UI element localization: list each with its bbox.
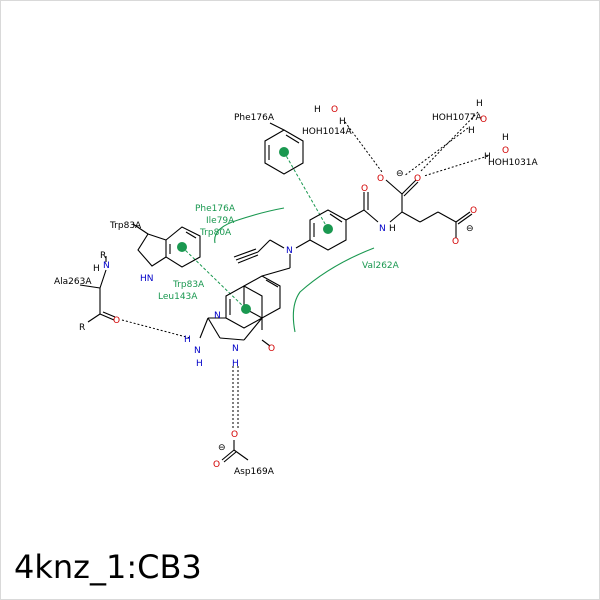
atom-n-ring-1: N: [214, 311, 221, 321]
atom-n-amide: N: [379, 224, 386, 234]
ring-centroid-trp83: [177, 242, 187, 252]
atom-r-ala263-bottom: R: [79, 323, 85, 333]
atom-o-keto: O: [268, 344, 275, 354]
pi-stack-line-top: [283, 151, 329, 230]
atom-minus-carboxylate-top: ⊖: [396, 169, 404, 179]
atom-r-ala263-top: R: [100, 251, 106, 261]
atom-o-carboxylate-top-2: O: [414, 174, 421, 184]
atom-n-amino-n: N: [194, 346, 201, 356]
atom-n-ring-2: N: [232, 344, 239, 354]
label-ala263: Ala263A: [54, 277, 92, 287]
label-asp169: Asp169A: [234, 467, 275, 477]
atom-n-ala263: N: [103, 261, 110, 271]
atom-n-amino-h: H: [196, 359, 203, 369]
label-trp83-top: Trp83A: [109, 221, 142, 231]
structure-caption: 4knz_1:CB3: [14, 548, 202, 586]
hydrophobic-arc-left: [214, 207, 285, 244]
label-phe176-top: Phe176A: [234, 113, 275, 123]
atom-h-ala263: H: [93, 264, 100, 274]
label-hydrophobic-left-3: Trp80A: [199, 228, 232, 238]
atom-o-water-1077: O: [480, 115, 487, 125]
ligand-benzoyl-ring: [309, 192, 379, 251]
atom-h-ring-nh: H: [232, 359, 239, 369]
phe176-ring: [264, 122, 304, 175]
atom-o-asp169-2: O: [213, 460, 220, 470]
atom-h-water-1031b: H: [484, 152, 491, 162]
atom-o-carboxylate-side-1: O: [470, 206, 477, 216]
label-val262: Val262A: [362, 261, 400, 271]
label-hoh1014: HOH1014A: [302, 127, 353, 137]
atom-h-water-1014b: H: [339, 117, 346, 127]
ring-centroid-phe176: [279, 147, 289, 157]
ala263-backbone: [79, 256, 116, 323]
hydrophobic-arc-right: [292, 247, 375, 333]
atom-minus-carboxylate-side: ⊖: [466, 224, 474, 234]
trp83-indole: [132, 223, 201, 268]
label-hydrophobic-mid-1: Trp83A: [172, 280, 205, 290]
atom-o-ala263: O: [113, 316, 120, 326]
label-hoh1031: HOH1031A: [488, 158, 539, 168]
atom-n-amino: H: [184, 335, 191, 345]
atom-o-asp169-1: O: [231, 430, 238, 440]
label-hydrophobic-left-1: Phe176A: [195, 204, 236, 214]
atom-o-amide: O: [361, 184, 368, 194]
hbond-ala263: [121, 319, 191, 339]
atom-o-carboxylate-top-1: O: [377, 174, 384, 184]
ligand-glutamate: [385, 179, 473, 238]
atom-n-propargyl: N: [286, 246, 293, 256]
hbond-hoh1031: [423, 155, 489, 177]
atom-h-water-1077a: H: [476, 99, 483, 109]
atom-o-carboxylate-side-2: O: [452, 237, 459, 247]
hbond-hoh1077-b: [403, 127, 469, 177]
label-hoh1077: HOH1077A: [432, 113, 483, 123]
atom-hn-trp83: HN: [140, 274, 154, 284]
atom-o-water-1031: O: [502, 146, 509, 156]
atom-h-amide: H: [389, 224, 396, 234]
atom-h-water-1077b: H: [468, 126, 475, 136]
atom-h-water-1031a: H: [502, 133, 509, 143]
label-hydrophobic-left-2: Ile79A: [206, 216, 235, 226]
atom-h-water-1014a: H: [314, 105, 321, 115]
label-hydrophobic-mid-2: Leu143A: [158, 292, 198, 302]
atom-minus-asp169: ⊖: [218, 443, 226, 453]
hbond-hoh1077-a: [419, 111, 479, 173]
ring-centroid-core: [241, 304, 251, 314]
ring-centroid-benzoyl: [323, 224, 333, 234]
asp169-carboxylate: [221, 440, 249, 463]
atom-o-water-1014: O: [331, 105, 338, 115]
ligand-propargyl: [233, 239, 311, 268]
